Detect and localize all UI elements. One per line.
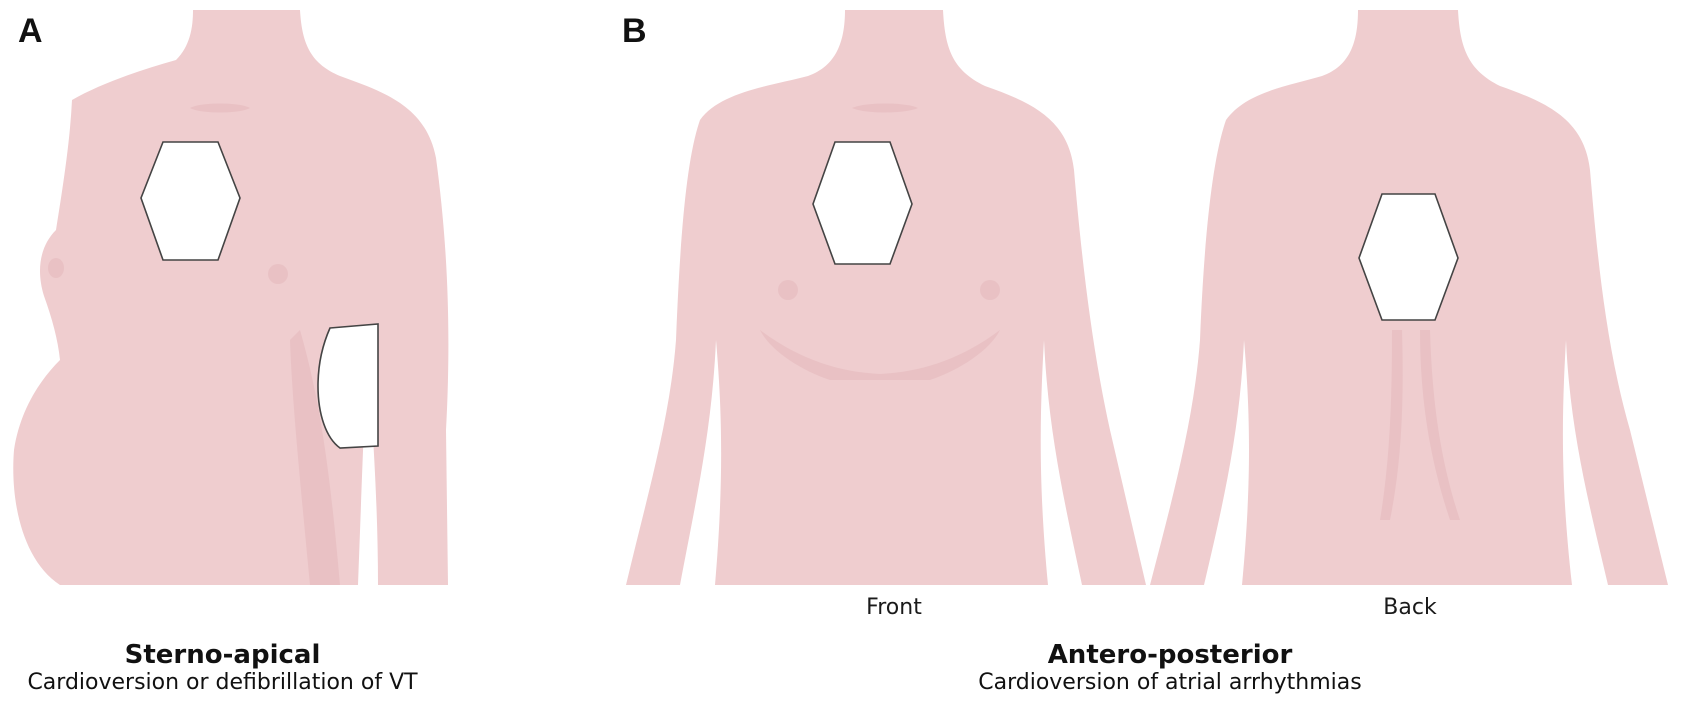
front-chest-shading-left	[778, 280, 798, 300]
panel-b: B Front Back	[622, 10, 1668, 620]
back-view-label: Back	[1383, 595, 1437, 620]
panel-b-letter: B	[622, 12, 647, 50]
panel-b-subtitle: Cardioversion of atrial arrhythmias	[960, 670, 1380, 695]
torso-front	[626, 10, 1146, 585]
panel-b-title: Antero-posterior	[960, 640, 1380, 670]
pregnant-torso-front	[13, 10, 448, 585]
panel-a-subtitle: Cardioversion or defibrillation of VT	[0, 670, 445, 695]
apical-pad	[318, 324, 378, 448]
panel-b-caption: Antero-posterior Cardioversion of atrial…	[960, 640, 1380, 695]
breast-shading-left	[48, 258, 64, 278]
panel-a-title: Sterno-apical	[0, 640, 445, 670]
panel-a-caption: Sterno-apical Cardioversion or defibrill…	[0, 640, 445, 695]
front-chest-shading-right	[980, 280, 1000, 300]
panel-a: A	[13, 10, 448, 585]
anterior-pad	[813, 142, 912, 264]
front-view-label: Front	[866, 595, 922, 620]
panel-a-letter: A	[18, 12, 43, 50]
breast-shading-right	[268, 264, 288, 284]
